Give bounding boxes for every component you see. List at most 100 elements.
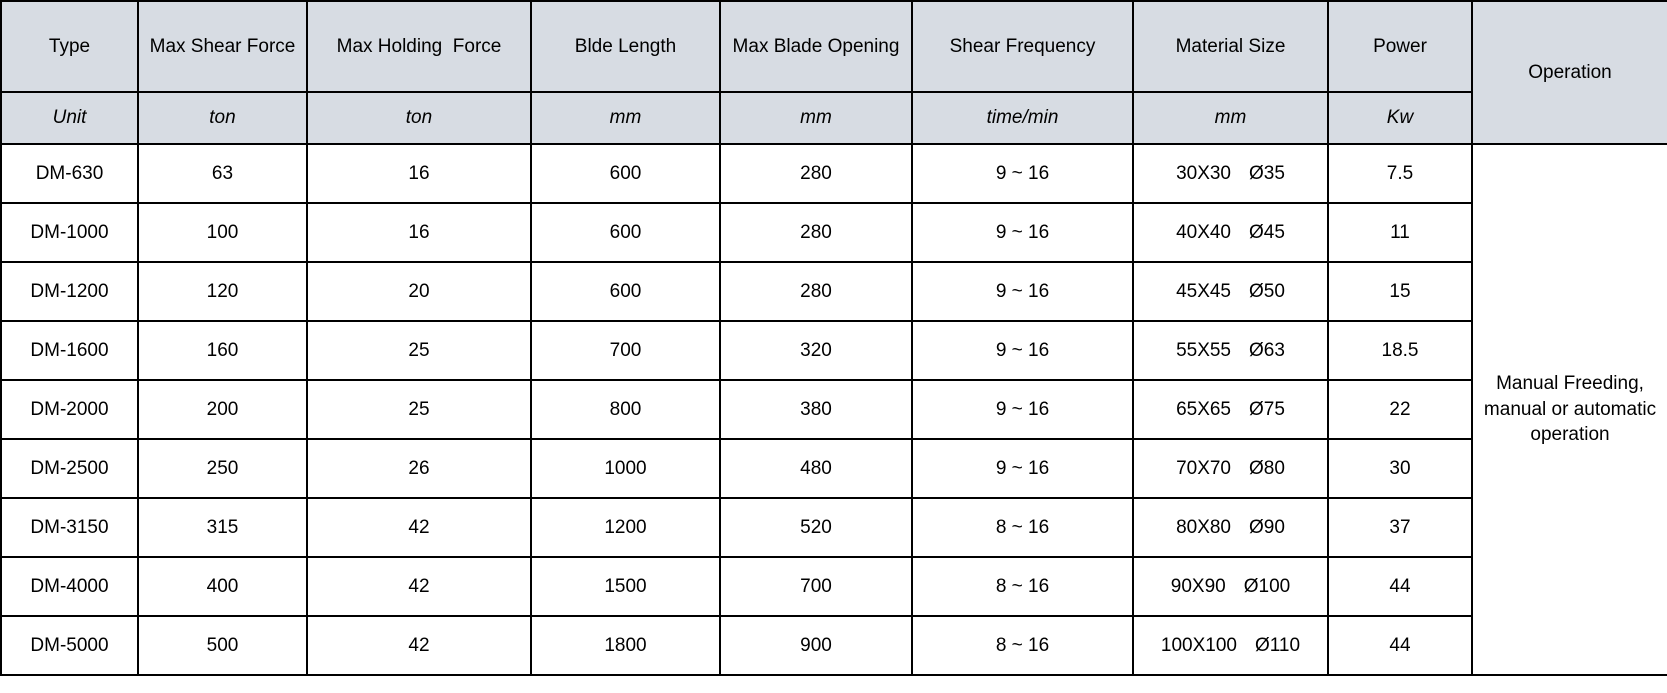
cell-power: 7.5 [1327, 143, 1473, 204]
cell-shear-frequency: 9 ~ 16 [911, 320, 1134, 381]
material-square-size: 90X90 [1170, 575, 1226, 597]
cell-material-size: 55X55 Ø63 [1132, 320, 1329, 381]
unit-shear-frequency: time/min [911, 91, 1134, 145]
material-square-size: 55X55 [1176, 339, 1232, 361]
cell-power: 44 [1327, 556, 1473, 617]
material-diameter: Ø90 [1249, 516, 1285, 538]
cell-power: 44 [1327, 615, 1473, 676]
header-blade-length: Blde Length [530, 0, 721, 93]
cell-max-blade-opening: 520 [719, 497, 913, 558]
cell-max-holding-force: 25 [306, 379, 532, 440]
cell-blade-length: 600 [530, 202, 721, 263]
cell-material-size: 65X65 Ø75 [1132, 379, 1329, 440]
cell-max-holding-force: 25 [306, 320, 532, 381]
cell-max-blade-opening: 380 [719, 379, 913, 440]
cell-max-shear-force: 120 [137, 261, 308, 322]
cell-type: DM-1200 [0, 261, 139, 322]
cell-max-holding-force: 16 [306, 202, 532, 263]
unit-material-size: mm [1132, 91, 1329, 145]
material-square-size: 65X65 [1176, 398, 1232, 420]
unit-holding-force: ton [306, 91, 532, 145]
cell-blade-length: 600 [530, 261, 721, 322]
table-header: Type Max Shear Force Max Holding Force B… [0, 0, 1667, 145]
cell-blade-length: 1800 [530, 615, 721, 676]
cell-shear-frequency: 8 ~ 16 [911, 615, 1134, 676]
cell-blade-length: 600 [530, 143, 721, 204]
cell-max-blade-opening: 280 [719, 202, 913, 263]
cell-type: DM-630 [0, 143, 139, 204]
cell-type: DM-1000 [0, 202, 139, 263]
cell-max-shear-force: 315 [137, 497, 308, 558]
cell-material-size: 100X100 Ø110 [1132, 615, 1329, 676]
cell-shear-frequency: 8 ~ 16 [911, 556, 1134, 617]
cell-type: DM-1600 [0, 320, 139, 381]
header-operation: Operation [1471, 0, 1667, 145]
cell-shear-frequency: 8 ~ 16 [911, 497, 1134, 558]
cell-max-holding-force: 42 [306, 556, 532, 617]
spec-table: Type Max Shear Force Max Holding Force B… [0, 0, 1667, 676]
operation-line: operation [1530, 424, 1610, 446]
material-diameter: Ø75 [1249, 398, 1285, 420]
header-row: Type Max Shear Force Max Holding Force B… [0, 0, 1667, 145]
cell-max-shear-force: 200 [137, 379, 308, 440]
header-max-holding-force: Max Holding Force [306, 0, 532, 93]
material-diameter: Ø50 [1249, 280, 1285, 302]
material-square-size: 70X70 [1176, 457, 1232, 479]
unit-shear-force: ton [137, 91, 308, 145]
cell-shear-frequency: 9 ~ 16 [911, 143, 1134, 204]
material-diameter: Ø110 [1255, 634, 1301, 656]
cell-max-shear-force: 500 [137, 615, 308, 676]
cell-max-shear-force: 63 [137, 143, 308, 204]
operation-line: Manual Freeding, [1496, 373, 1644, 395]
cell-blade-length: 1000 [530, 438, 721, 499]
cell-type: DM-2000 [0, 379, 139, 440]
cell-power: 18.5 [1327, 320, 1473, 381]
operation-line: manual or automatic [1483, 398, 1657, 420]
cell-max-shear-force: 100 [137, 202, 308, 263]
cell-power: 11 [1327, 202, 1473, 263]
unit-blade-opening: mm [719, 91, 913, 145]
cell-max-holding-force: 20 [306, 261, 532, 322]
header-type: Type [0, 0, 139, 93]
cell-shear-frequency: 9 ~ 16 [911, 202, 1134, 263]
header-max-blade-opening: Max Blade Opening [719, 0, 913, 93]
cell-type: DM-5000 [0, 615, 139, 676]
cell-max-holding-force: 42 [306, 497, 532, 558]
header-material-size: Material Size [1132, 0, 1329, 93]
cell-max-holding-force: 16 [306, 143, 532, 204]
material-diameter: Ø80 [1249, 457, 1285, 479]
cell-type: DM-3150 [0, 497, 139, 558]
cell-max-holding-force: 42 [306, 615, 532, 676]
material-diameter: Ø63 [1249, 339, 1285, 361]
cell-power: 37 [1327, 497, 1473, 558]
header-shear-frequency: Shear Frequency [911, 0, 1134, 93]
cell-operation: Manual Freeding, manual or automatic opera… [1471, 143, 1667, 676]
unit-label: Unit [0, 91, 139, 145]
unit-row: Unit ton ton mm mm time/min mm Kw [0, 91, 1667, 145]
header-power: Power [1327, 0, 1473, 93]
material-square-size: 100X100 [1160, 634, 1237, 656]
cell-max-blade-opening: 320 [719, 320, 913, 381]
material-square-size: 30X30 [1176, 162, 1232, 184]
cell-max-shear-force: 250 [137, 438, 308, 499]
cell-type: DM-2500 [0, 438, 139, 499]
cell-blade-length: 700 [530, 320, 721, 381]
cell-shear-frequency: 9 ~ 16 [911, 379, 1134, 440]
material-square-size: 40X40 [1176, 221, 1232, 243]
header-max-shear-force: Max Shear Force [137, 0, 308, 93]
